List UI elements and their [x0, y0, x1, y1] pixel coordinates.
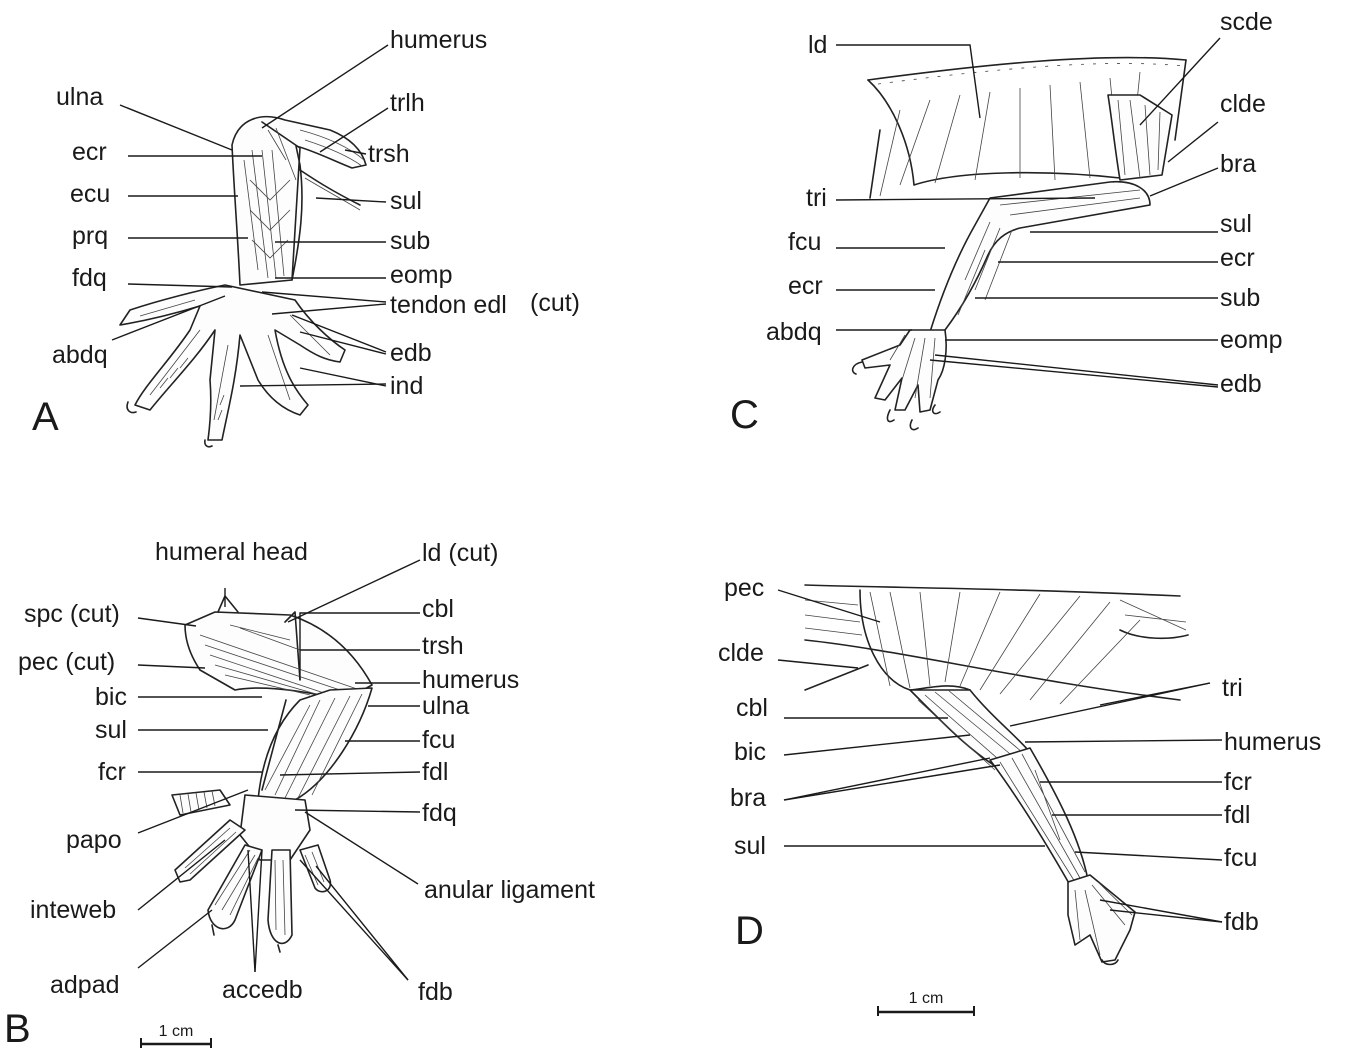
label-bra: bra: [730, 784, 766, 812]
label-papo: papo: [66, 826, 122, 854]
label-fcu: fcu: [422, 726, 455, 754]
panel-letter-a: A: [32, 395, 59, 439]
label-sub: sub: [390, 227, 430, 255]
label-tri: tri: [806, 184, 827, 212]
label-abdq: abdq: [766, 318, 822, 346]
label-prq: prq: [72, 222, 108, 250]
label-humerus: humerus: [1224, 728, 1321, 756]
label-eomp: eomp: [1220, 326, 1283, 354]
panel-letter-b: B: [4, 1007, 31, 1048]
label-inteweb: inteweb: [30, 896, 116, 924]
panel-letter-d: D: [735, 909, 764, 953]
panel-a-drawing: [120, 117, 366, 447]
label-spc-cut: spc (cut): [24, 600, 120, 628]
label-abdq: abdq: [52, 341, 108, 369]
label-sub: sub: [1220, 284, 1260, 312]
label-fdl: fdl: [1224, 801, 1250, 829]
scale-bar-b: 1 cm: [140, 1023, 212, 1048]
label-sul: sul: [734, 832, 766, 860]
label-eomp: eomp: [390, 261, 453, 289]
label-ecr-left: ecr: [788, 272, 823, 300]
label-ld: ld: [808, 31, 827, 59]
panel-a-labels: humerus ulna trlh ecr trsh ecu sul prq s…: [32, 26, 580, 439]
label-fcu: fcu: [788, 228, 821, 256]
label-scde: scde: [1220, 8, 1273, 36]
label-humeral-head: humeral head: [155, 538, 308, 566]
label-cut: (cut): [530, 289, 580, 317]
label-trsh: trsh: [368, 140, 410, 168]
label-edb: edb: [1220, 370, 1262, 398]
label-ecr: ecr: [72, 138, 107, 166]
label-adpad: adpad: [50, 971, 120, 999]
label-edb: edb: [390, 339, 432, 367]
panel-b: humeral head ld (cut) spc (cut) cbl trsh…: [4, 538, 595, 1048]
label-sul: sul: [1220, 210, 1252, 238]
panel-a: humerus ulna trlh ecr trsh ecu sul prq s…: [32, 26, 580, 447]
panel-d-drawing: [805, 585, 1188, 965]
label-ecr-right: ecr: [1220, 244, 1255, 272]
label-anular-ligament: anular ligament: [424, 876, 595, 904]
label-humerus: humerus: [422, 666, 519, 694]
scale-label-b: 1 cm: [159, 1023, 194, 1040]
label-fcu: fcu: [1224, 844, 1257, 872]
panel-letter-c: C: [730, 393, 759, 437]
label-accedb: accedb: [222, 976, 303, 1004]
label-pec-cut: pec (cut): [18, 648, 115, 676]
label-fcr: fcr: [1224, 768, 1252, 796]
scale-bar-d: 1 cm: [877, 990, 975, 1016]
label-clde: clde: [1220, 90, 1266, 118]
label-cbl: cbl: [422, 595, 454, 623]
label-cbl: cbl: [736, 694, 768, 722]
scale-label-d: 1 cm: [909, 990, 944, 1007]
label-fdl: fdl: [422, 758, 448, 786]
label-fdq: fdq: [72, 264, 107, 292]
label-pec: pec: [724, 574, 764, 602]
label-sul: sul: [95, 716, 127, 744]
label-clde: clde: [718, 639, 764, 667]
label-ind: ind: [390, 372, 423, 400]
label-bra: bra: [1220, 150, 1256, 178]
label-tri: tri: [1222, 674, 1243, 702]
label-ecu: ecu: [70, 180, 110, 208]
label-bic: bic: [734, 738, 766, 766]
label-fdb: fdb: [418, 978, 453, 1006]
panel-d: pec clde tri cbl humerus bic fcr bra fdl…: [718, 574, 1321, 1016]
label-ulna: ulna: [56, 83, 103, 111]
label-humerus: humerus: [390, 26, 487, 54]
label-trsh: trsh: [422, 632, 464, 660]
label-sul: sul: [390, 187, 422, 215]
label-ld-cut: ld (cut): [422, 539, 498, 567]
panel-c: ld scde clde bra tri sul fcu ecr ecr sub…: [730, 8, 1283, 437]
label-fdb: fdb: [1224, 908, 1259, 936]
label-fcr: fcr: [98, 758, 126, 786]
label-trlh: trlh: [390, 89, 425, 117]
label-ulna: ulna: [422, 692, 469, 720]
label-tendon-edl: tendon edl: [390, 291, 507, 319]
label-fdq: fdq: [422, 799, 457, 827]
panel-c-drawing: [853, 58, 1186, 430]
label-bic: bic: [95, 683, 127, 711]
